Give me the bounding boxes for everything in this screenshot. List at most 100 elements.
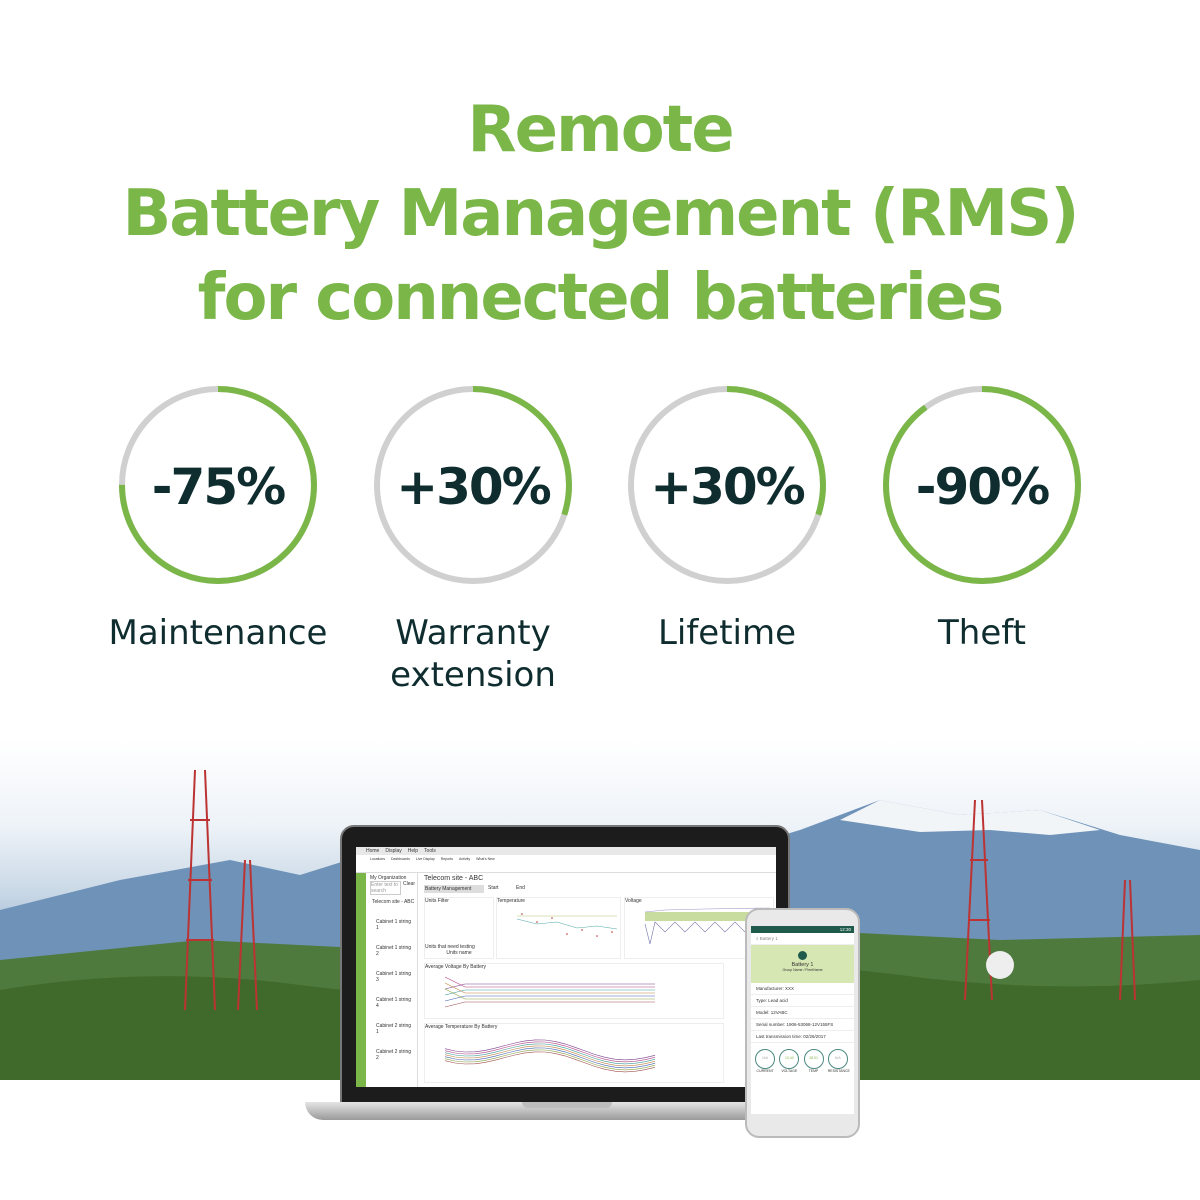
series-line — [444, 982, 655, 994]
tab-tools[interactable]: Tools — [424, 848, 436, 854]
status-bar: 12:30 — [751, 926, 854, 933]
series-line — [444, 989, 655, 996]
tree-item[interactable]: Cabinet 2 string 1 — [376, 1023, 412, 1035]
series-line — [444, 1047, 656, 1069]
toolbar-activity[interactable]: Activity — [459, 857, 471, 861]
nav-rail — [356, 873, 366, 1087]
org-search-input[interactable]: Enter text to search — [370, 881, 402, 895]
avg-temperature-chart — [444, 1039, 656, 1073]
tree-item[interactable]: Cabinet 1 string 2 — [376, 945, 412, 957]
stat-label: Lifetime — [657, 613, 797, 653]
stat-label: Maintenance — [108, 613, 328, 653]
battery-field: Serial number: 1906-53068-12V155FS — [751, 1019, 854, 1031]
battery-field: Manufacturer: XXX — [751, 983, 854, 995]
gauge-label: CURRENT — [756, 1069, 774, 1073]
end-label: End — [516, 885, 525, 891]
headline: Remote Battery Management (RMS) for conn… — [0, 88, 1200, 340]
laptop: Home Display Help Tools Locations Dashboards… — [340, 825, 790, 1105]
gauge-value: 28.01 — [803, 1049, 824, 1069]
temperature-chart — [516, 913, 618, 937]
units-name: Units name — [446, 950, 472, 956]
stat-0: -75% Maintenance — [108, 380, 328, 654]
battery-hero: Battery 1 Group Name / FleetName — [751, 945, 854, 983]
avg-temperature-title: Average Temperature By Battery — [425, 1024, 498, 1030]
avg-voltage-title: Average Voltage By Battery — [425, 964, 487, 970]
smartphone: 12:30 ⌕ Battery 1 Battery 1 Group Name /… — [745, 908, 860, 1138]
sidebar-title: My Organization — [370, 875, 407, 881]
search-icon[interactable]: ⌕ — [756, 936, 760, 941]
dashboard-select[interactable]: Battery Management — [424, 885, 484, 893]
tree-item[interactable]: Cabinet 1 string 4 — [376, 997, 412, 1009]
progress-ring — [628, 386, 826, 584]
voltage-title: Voltage — [625, 898, 642, 904]
stat-2: +30% Lifetime — [617, 380, 837, 654]
tab-home[interactable]: Home — [366, 848, 380, 854]
stat-value: +30% — [650, 458, 806, 516]
series-line — [444, 995, 655, 1002]
battery-icon — [798, 951, 807, 960]
toolbar-reports[interactable]: Reports — [440, 857, 453, 861]
stat-value: +30% — [396, 458, 552, 516]
stat-1: +30% Warranty extension — [363, 380, 583, 696]
battery-group: Group Name / FleetName — [782, 968, 823, 972]
units-filter-title: Units Filter — [425, 898, 449, 904]
battery-field: Model: 12VABC — [751, 1007, 854, 1019]
stat-3: -90% Theft — [872, 380, 1092, 654]
tree-item[interactable]: Cabinet 1 string 1 — [376, 919, 412, 931]
stat-label: Theft — [938, 613, 1026, 653]
progress-ring — [119, 386, 317, 584]
series-line — [444, 1043, 656, 1065]
series-line — [444, 1051, 656, 1073]
tree-item[interactable]: Telecom site - ABC — [372, 899, 415, 905]
gauge-value: N/A — [755, 1049, 776, 1069]
tree-item[interactable]: Cabinet 2 string 2 — [376, 1049, 412, 1061]
clear-button[interactable]: Clear — [403, 881, 415, 887]
series-line — [444, 988, 655, 1000]
series-line — [444, 1039, 656, 1061]
battery-field: Last transmission time: 02/26/2017 — [751, 1031, 854, 1043]
laptop-notch — [522, 1102, 612, 1108]
start-label: Start — [488, 885, 499, 891]
toolbar-live-display[interactable]: Live Display — [415, 857, 435, 861]
units-testing-title: Units that need testing — [425, 944, 475, 950]
stat-value: -75% — [151, 458, 286, 516]
gauge-value: 13.40 — [779, 1049, 800, 1069]
page-title: Telecom site - ABC — [424, 875, 484, 882]
series-line — [444, 1045, 656, 1067]
progress-ring — [374, 386, 572, 584]
progress-ring — [883, 386, 1081, 584]
laptop-screen: Home Display Help Tools Locations Dashboards… — [356, 847, 776, 1087]
stat-value: -90% — [915, 458, 1050, 516]
gauge-label: TEMP — [808, 1069, 819, 1073]
series-line — [444, 983, 655, 990]
series-line — [444, 1001, 655, 1008]
headline-line-2: Battery Management (RMS) — [122, 177, 1079, 251]
tab-display[interactable]: Display — [385, 848, 402, 854]
tree-item[interactable]: Cabinet 1 string 3 — [376, 971, 412, 983]
headline-line-1: Remote — [467, 93, 734, 167]
temperature-title: Temperature — [497, 898, 526, 904]
toolbar-dashboards[interactable]: Dashboards — [390, 857, 410, 861]
toolbar-whats-new[interactable]: What's New — [476, 857, 495, 861]
battery-name: Battery 1 — [791, 962, 814, 968]
avg-voltage-chart — [444, 976, 655, 1008]
phone-header-title: Battery 1 — [759, 936, 778, 941]
series-line — [444, 1049, 656, 1071]
headline-line-3: for connected batteries — [197, 261, 1005, 335]
series-line — [444, 1041, 656, 1063]
avg-voltage-panel: Average Voltage By Battery — [424, 963, 724, 1019]
tab-help[interactable]: Help — [407, 848, 419, 854]
toolbar-locations[interactable]: Locations — [370, 857, 385, 861]
stat-label: Warranty extension — [390, 613, 556, 695]
gauge-label: VOLTAGE — [781, 1069, 798, 1073]
voltage-chart — [644, 907, 771, 945]
temperature-panel: Temperature — [496, 897, 621, 959]
phone-screen: 12:30 ⌕ Battery 1 Battery 1 Group Name /… — [751, 926, 854, 1114]
gauge-value: N/A — [827, 1049, 848, 1069]
laptop-base — [305, 1102, 830, 1120]
